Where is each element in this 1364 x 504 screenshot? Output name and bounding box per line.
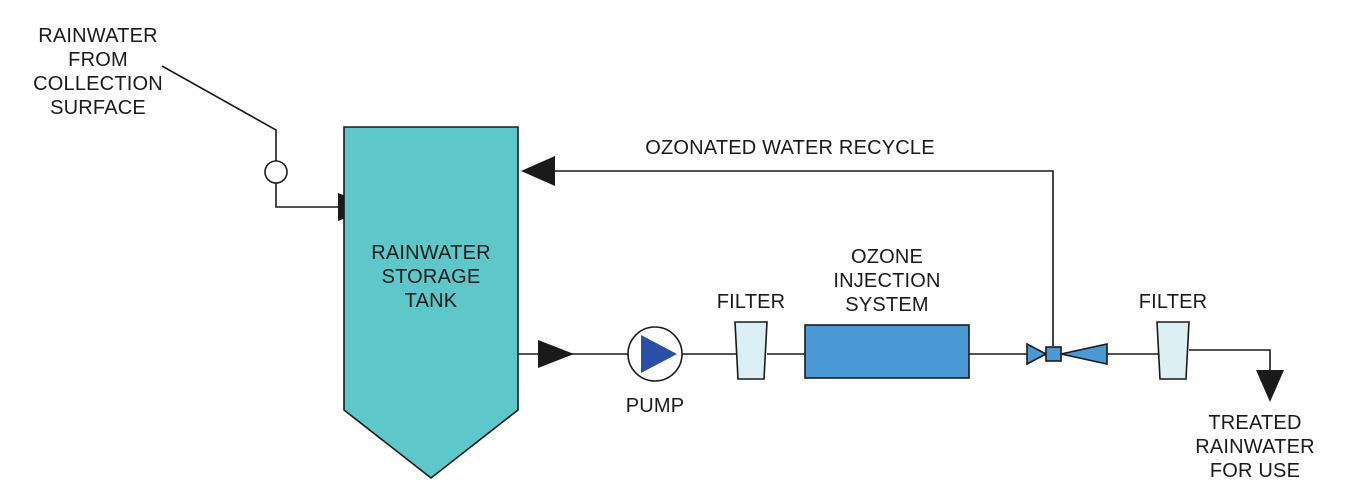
inflow-valve bbox=[264, 160, 288, 184]
ozone-label: OZONE INJECTION SYSTEM bbox=[807, 245, 967, 317]
venturi-right-cone bbox=[1060, 343, 1108, 365]
filter-2 bbox=[1156, 321, 1190, 380]
source-label-line: FROM bbox=[68, 49, 128, 71]
outlet-pipe bbox=[1189, 349, 1271, 372]
tank-label-line: STORAGE bbox=[381, 266, 481, 288]
filter-2-label: FILTER bbox=[1138, 291, 1208, 313]
filter-1 bbox=[734, 321, 768, 380]
tank-outlet-arrow bbox=[538, 340, 574, 368]
pump-label: PUMP bbox=[625, 395, 685, 417]
ozone-label-line: OZONE bbox=[850, 246, 924, 268]
tank-label-line: RAINWATER bbox=[371, 242, 491, 264]
recycle-arrow bbox=[521, 156, 555, 186]
output-label-line: RAINWATER bbox=[1195, 436, 1315, 458]
venturi-left-cone bbox=[1026, 342, 1048, 366]
source-label: RAINWATER FROM COLLECTION SURFACE bbox=[18, 24, 178, 120]
ozone-injection-unit bbox=[804, 324, 970, 379]
source-label-line: RAINWATER bbox=[38, 25, 158, 47]
storage-tank bbox=[343, 126, 519, 480]
pump-arrow-icon bbox=[641, 335, 677, 373]
ozone-label-line: INJECTION bbox=[833, 270, 941, 292]
tank-label-line: TANK bbox=[404, 290, 458, 312]
tank-label: RAINWATER STORAGE TANK bbox=[351, 241, 511, 313]
source-label-line: SURFACE bbox=[50, 97, 146, 119]
outlet-arrow bbox=[1256, 370, 1284, 402]
recycle-line bbox=[550, 170, 1054, 346]
source-label-line: COLLECTION bbox=[33, 73, 163, 95]
venturi-junction bbox=[1045, 346, 1062, 362]
inflow-pipe-lower bbox=[275, 183, 342, 208]
output-label-line: FOR USE bbox=[1209, 460, 1301, 482]
output-label: TREATED RAINWATER FOR USE bbox=[1185, 411, 1325, 483]
inflow-pipe bbox=[161, 65, 277, 161]
recycle-label: OZONATED WATER RECYCLE bbox=[645, 137, 935, 159]
ozone-label-line: SYSTEM bbox=[845, 294, 929, 316]
output-label-line: TREATED bbox=[1208, 412, 1302, 434]
filter-1-label: FILTER bbox=[716, 291, 786, 313]
